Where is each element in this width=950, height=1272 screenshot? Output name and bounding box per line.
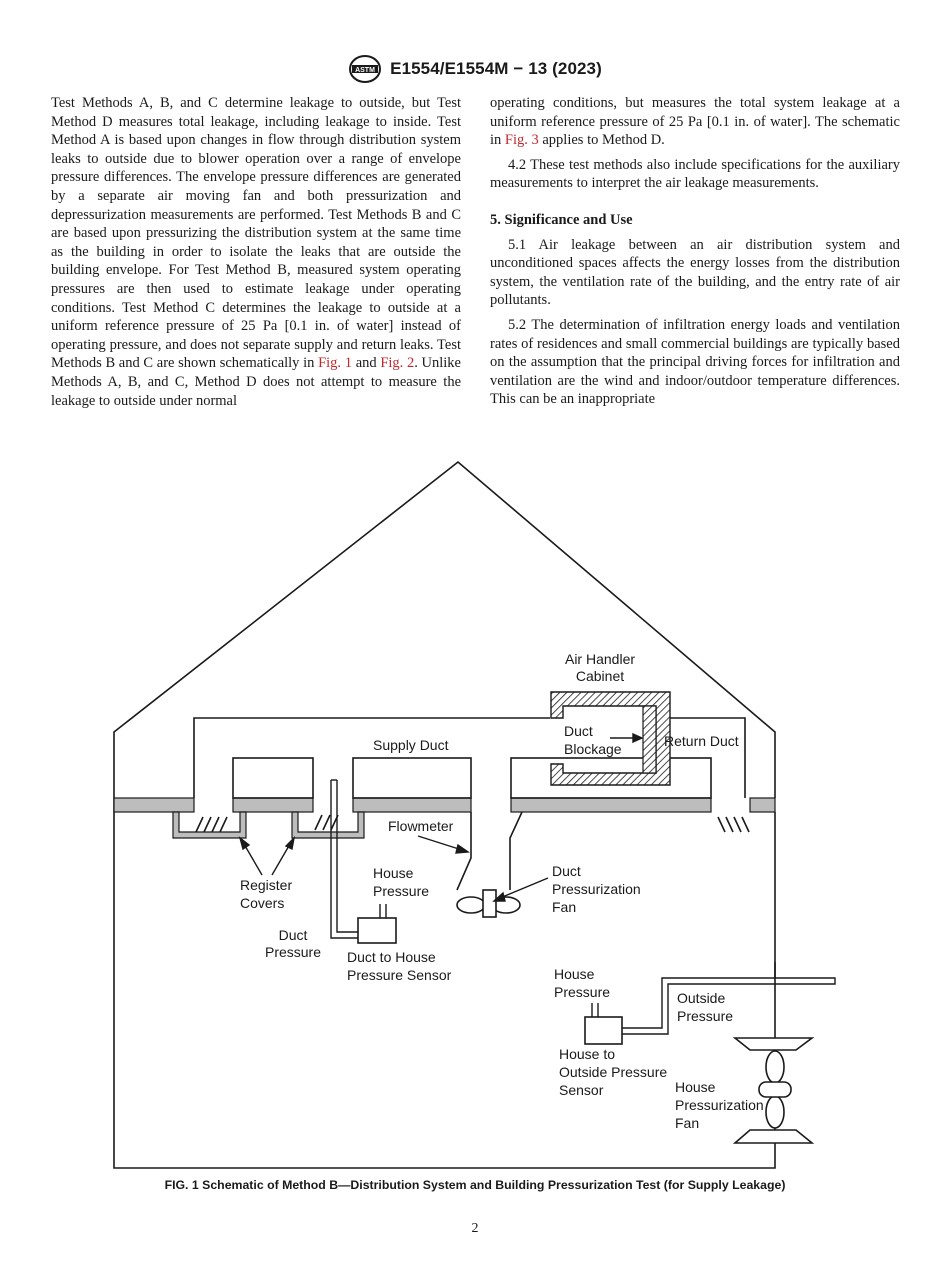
astm-logo-icon: ASTM: [349, 55, 382, 83]
figure-caption: FIG. 1 Schematic of Method B—Distributio…: [164, 1178, 786, 1192]
duct-pressure-label: Duct: [279, 927, 308, 943]
figure-3-link[interactable]: Fig. 3: [504, 132, 539, 149]
house-to-outside-sensor-label: House to: [559, 1046, 615, 1062]
ceiling-band: [113, 797, 776, 813]
svg-text:Fan: Fan: [675, 1115, 699, 1131]
return-duct-label: Return Duct: [664, 733, 739, 749]
paragraph-5-2: 5.2 The determination of infiltration en…: [490, 316, 900, 408]
svg-text:Pressure: Pressure: [554, 984, 610, 1000]
page-header: ASTM E1554/E1554M − 13 (2023): [0, 54, 950, 84]
flowmeter: [456, 811, 523, 891]
supply-duct-label: Supply Duct: [373, 737, 449, 753]
house-pressure-label: House: [373, 865, 414, 881]
svg-text:Cabinet: Cabinet: [576, 668, 624, 684]
page-number: 2: [471, 1221, 479, 1236]
outside-pressure-label: Outside: [677, 990, 725, 1006]
duct-pressure-tube: [330, 779, 358, 939]
svg-text:Pressure: Pressure: [265, 944, 321, 960]
svg-text:Sensor: Sensor: [559, 1082, 604, 1098]
section-heading: 5. Significance and Use: [490, 211, 633, 228]
figure-2-link[interactable]: Fig. 2: [380, 355, 415, 372]
svg-text:Blockage: Blockage: [564, 741, 622, 757]
return-trunk: [670, 717, 746, 798]
paragraph-4-2: 4.2 These test methods also include spec…: [490, 156, 900, 192]
house-pressure-label-2: House: [554, 966, 595, 982]
left-text-column: Test Methods A, B, and C determine leaka…: [51, 94, 461, 410]
house-outline: [113, 460, 776, 1169]
outside-pressure-tube: [622, 977, 836, 1035]
right-text-column: operating conditions, but measures the t…: [490, 94, 900, 409]
schematic-drawing: Air Handler Cabinet Duct Blockage Return…: [113, 460, 836, 1169]
svg-text:Fan: Fan: [552, 899, 576, 915]
duct-to-house-sensor-label: Duct to House: [347, 949, 436, 965]
register-covers: [172, 811, 365, 839]
air-handler-cabinet: [550, 691, 671, 786]
duct-pressurization-fan-label: Duct: [552, 863, 581, 879]
figure-1-link[interactable]: Fig. 1: [318, 355, 352, 372]
air-handler-label: Air Handler: [565, 651, 635, 667]
house-pressurization-fan-label: House: [675, 1079, 716, 1095]
duct-pressurization-fan: [456, 889, 521, 918]
svg-text:Pressure Sensor: Pressure Sensor: [347, 967, 452, 983]
svg-text:Covers: Covers: [240, 895, 284, 911]
register-covers-label: Register: [240, 877, 292, 893]
duct-to-house-sensor: [357, 917, 397, 944]
svg-text:Outside Pressure: Outside Pressure: [559, 1064, 667, 1080]
flowmeter-label: Flowmeter: [388, 818, 454, 834]
svg-text:Pressurization: Pressurization: [675, 1097, 764, 1113]
figure-1-schematic: Air Handler Cabinet Duct Blockage Return…: [100, 455, 850, 1180]
duct-blockage-label: Duct: [564, 723, 593, 739]
document-designation: E1554/E1554M − 13 (2023): [390, 59, 602, 78]
svg-text:Pressure: Pressure: [677, 1008, 733, 1024]
attic-leaks: [195, 814, 750, 833]
svg-text:ASTM: ASTM: [355, 67, 375, 74]
house-pressurization-fan: [732, 1037, 815, 1144]
svg-text:Pressure: Pressure: [373, 883, 429, 899]
paragraph-continued: operating conditions, but measures the t…: [490, 95, 900, 149]
paragraph-test-methods: Test Methods A, B, and C determine leaka…: [51, 95, 461, 409]
house-to-outside-sensor: [584, 1016, 623, 1045]
paragraph-5-1: 5.1 Air leakage between an air distribut…: [490, 236, 900, 309]
supply-trunk: [193, 717, 550, 798]
svg-text:Pressurization: Pressurization: [552, 881, 641, 897]
